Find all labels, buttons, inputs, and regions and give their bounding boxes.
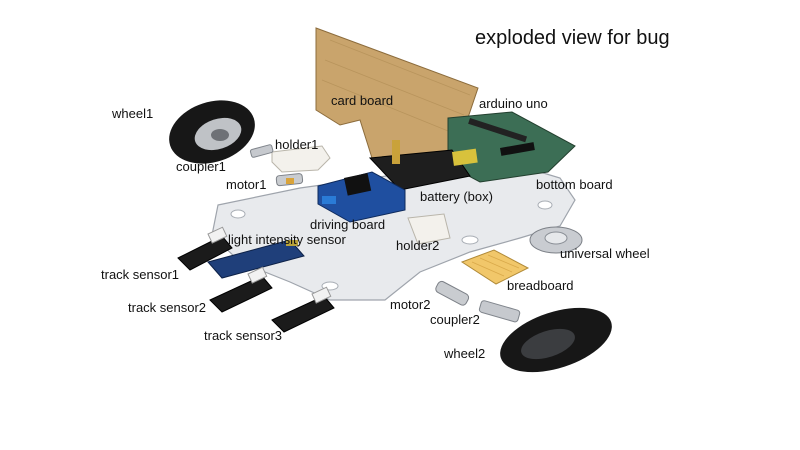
universal-wheel-ball	[544, 231, 568, 245]
bottom-board-hole	[537, 200, 553, 210]
bottom-board-hole	[230, 209, 246, 219]
label-light-intensity-sensor: light intensity sensor	[228, 232, 346, 247]
wheel2-hub	[521, 328, 575, 360]
label-battery-box: battery (box)	[420, 189, 493, 204]
track-sensor2-connector	[247, 266, 268, 284]
coupler1	[249, 144, 274, 158]
light-intensity-sensor	[207, 239, 305, 279]
label-track-sensor2: track sensor2	[128, 300, 207, 315]
motor2	[435, 280, 470, 306]
driving-board-terminal	[322, 196, 336, 204]
label-coupler1: coupler1	[176, 159, 226, 174]
label-breadboard: breadboard	[507, 278, 574, 293]
bottom-board-hole	[461, 235, 479, 245]
light-sensor-pins	[286, 240, 298, 246]
track-sensor3	[271, 295, 335, 333]
track-sensor1-connector	[207, 226, 228, 244]
breadboard-rows	[471, 254, 520, 277]
battery-cell	[452, 148, 478, 166]
label-track-sensor1: track sensor1	[101, 267, 180, 282]
label-arduino-uno: arduino uno	[479, 96, 548, 111]
arduino-chip	[500, 142, 535, 156]
motor1-can	[286, 178, 294, 184]
driving-board	[317, 171, 406, 223]
driving-board-heatsink	[344, 173, 372, 196]
label-holder1: holder1	[275, 137, 319, 152]
holder2	[407, 213, 451, 245]
label-wheel1: wheel1	[112, 106, 154, 121]
holder1	[271, 145, 331, 173]
label-wheel2: wheel2	[444, 346, 486, 361]
track-sensor1	[177, 235, 233, 271]
label-driving-board: driving board	[310, 217, 386, 232]
wheel1-center	[211, 129, 229, 141]
track-sensor3-connector	[311, 286, 332, 304]
figure-title: exploded view for bug	[475, 27, 670, 49]
breadboard	[460, 249, 530, 285]
label-track-sensor3: track sensor3	[204, 328, 283, 343]
label-universal-wheel: universal wheel	[560, 246, 650, 261]
label-coupler2: coupler2	[430, 312, 480, 327]
label-motor2: motor2	[390, 297, 431, 312]
card-board	[315, 27, 479, 166]
label-holder2: holder2	[396, 238, 440, 253]
arduino-header	[468, 117, 528, 143]
label-bottom-board: bottom board	[536, 177, 613, 192]
label-motor1: motor1	[226, 177, 267, 192]
card-board-corrugation	[321, 39, 471, 136]
coupler2	[478, 300, 521, 323]
battery-clip	[392, 140, 400, 164]
track-sensor2	[209, 275, 273, 313]
label-card-board: card board	[331, 93, 394, 108]
